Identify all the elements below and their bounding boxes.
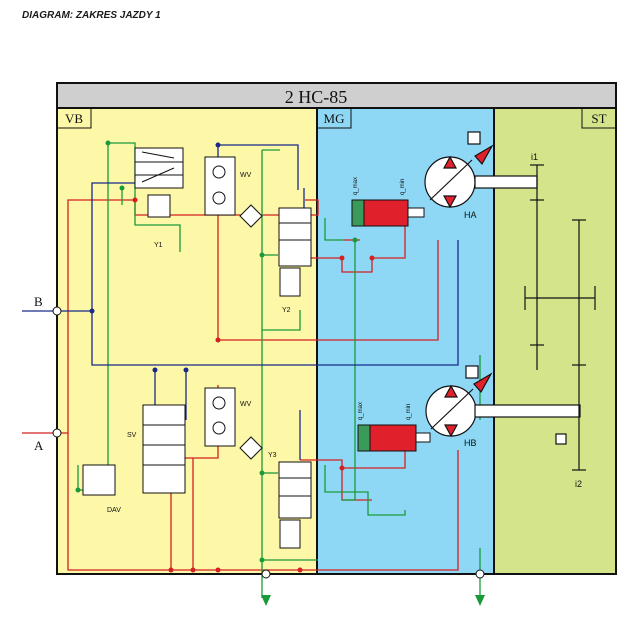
valve-wv-bottom	[204, 387, 236, 447]
section-label-st: ST	[591, 111, 606, 126]
port-label-a: A	[34, 438, 44, 453]
motor-ha	[424, 131, 494, 209]
label-q-min-hb: q_min	[406, 404, 412, 420]
motor-hb	[425, 365, 493, 438]
unit-title: 2 HC-85	[285, 87, 348, 107]
label-q-max-hb: q_max	[358, 402, 364, 420]
section-label-vb: VB	[65, 111, 83, 126]
filter-bottom	[239, 436, 263, 460]
label-sv: SV	[127, 432, 137, 439]
valve-wv-top	[204, 156, 236, 216]
ports	[52, 306, 485, 579]
cylinder-ha	[351, 199, 425, 227]
junction-dots	[75, 140, 375, 573]
valve-y3	[278, 461, 312, 549]
label-hb: HB	[464, 438, 477, 448]
diagram-title: DIAGRAM: ZAKRES JAZDY 1	[22, 10, 161, 21]
label-q-min-ha: q_min	[400, 179, 406, 195]
green-lines	[77, 142, 481, 598]
label-y1: Y1	[154, 242, 163, 249]
valve-dav	[82, 464, 116, 496]
valve-y2	[278, 207, 312, 297]
outlet-arrows	[261, 595, 485, 606]
gearbox	[474, 164, 596, 471]
label-wv-top: WV	[240, 172, 252, 179]
label-y2: Y2	[282, 307, 291, 314]
label-q-max-ha: q_max	[353, 177, 359, 195]
label-i1: i1	[531, 152, 538, 162]
label-y3: Y3	[268, 452, 277, 459]
label-ha: HA	[464, 210, 477, 220]
filter-top	[239, 204, 263, 228]
vb-section	[57, 108, 317, 574]
label-i2: i2	[575, 479, 582, 489]
cylinder-hb	[357, 424, 431, 452]
port-label-b: B	[34, 294, 43, 309]
section-label-mg: MG	[324, 111, 345, 126]
valve-y1	[134, 147, 184, 218]
label-wv-bottom: WV	[240, 401, 252, 408]
label-dav: DAV	[107, 507, 121, 514]
valve-sv	[142, 404, 186, 494]
